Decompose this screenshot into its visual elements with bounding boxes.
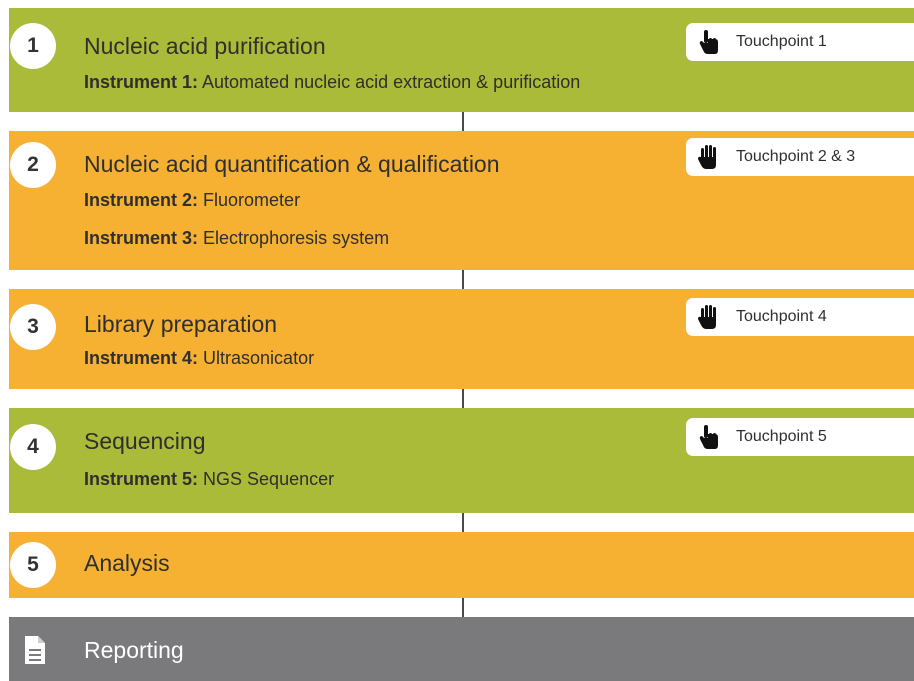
reporting-panel: Reporting — [9, 617, 914, 681]
reporting-title: Reporting — [84, 637, 184, 663]
hand-open-icon — [698, 305, 716, 329]
connector-line — [462, 389, 464, 408]
step-title: Library preparation — [84, 311, 278, 337]
touchpoint-label: Touchpoint 1 — [736, 33, 827, 50]
instrument-text: Automated nucleic acid extraction & puri… — [202, 72, 581, 92]
step-number: 1 — [10, 23, 56, 69]
instrument-text: Electrophoresis system — [203, 228, 390, 248]
instrument-line: Instrument 3: Electrophoresis system — [84, 228, 389, 249]
connector-line — [462, 270, 464, 289]
touchpoint-label: Touchpoint 4 — [736, 308, 827, 325]
touchpoint-badge: Touchpoint 2 & 3 — [686, 138, 914, 176]
connector-line — [462, 513, 464, 532]
step-1-panel: 1 Nucleic acid purification Instrument 1… — [9, 8, 914, 112]
step-number: 4 — [10, 424, 56, 470]
instrument-text: Ultrasonicator — [203, 348, 315, 368]
instrument-label: Instrument 1: — [84, 72, 199, 92]
hand-pointing-icon — [699, 30, 718, 54]
step-title: Nucleic acid purification — [84, 33, 326, 59]
instrument-label: Instrument 2: — [84, 190, 199, 210]
instrument-line: Instrument 1: Automated nucleic acid ext… — [84, 72, 580, 93]
step-3-panel: 3 Library preparation Instrument 4: Ultr… — [9, 289, 914, 389]
instrument-line: Instrument 2: Fluorometer — [84, 190, 300, 211]
touchpoint-badge: Touchpoint 5 — [686, 418, 914, 456]
step-2-panel: 2 Nucleic acid quantification & qualific… — [9, 131, 914, 270]
instrument-text: NGS Sequencer — [203, 469, 335, 489]
instrument-line: Instrument 4: Ultrasonicator — [84, 348, 314, 369]
document-icon — [25, 636, 45, 664]
instrument-text: Fluorometer — [203, 190, 301, 210]
step-5-panel: 5 Analysis — [9, 532, 914, 598]
step-title: Analysis — [84, 550, 170, 576]
hand-pointing-icon — [699, 425, 718, 449]
instrument-line: Instrument 5: NGS Sequencer — [84, 469, 334, 490]
touchpoint-badge: Touchpoint 4 — [686, 298, 914, 336]
connector-line — [462, 598, 464, 617]
step-4-panel: 4 Sequencing Instrument 5: NGS Sequencer… — [9, 408, 914, 513]
touchpoint-badge: Touchpoint 1 — [686, 23, 914, 61]
instrument-label: Instrument 3: — [84, 228, 199, 248]
hand-open-icon — [698, 145, 716, 169]
touchpoint-label: Touchpoint 5 — [736, 428, 827, 445]
instrument-label: Instrument 4: — [84, 348, 199, 368]
connector-line — [462, 112, 464, 131]
touchpoint-label: Touchpoint 2 & 3 — [736, 148, 856, 165]
step-title: Sequencing — [84, 428, 206, 454]
step-number: 5 — [10, 542, 56, 588]
instrument-label: Instrument 5: — [84, 469, 199, 489]
step-number: 3 — [10, 304, 56, 350]
step-title: Nucleic acid quantification & qualificat… — [84, 151, 500, 177]
step-number: 2 — [10, 142, 56, 188]
